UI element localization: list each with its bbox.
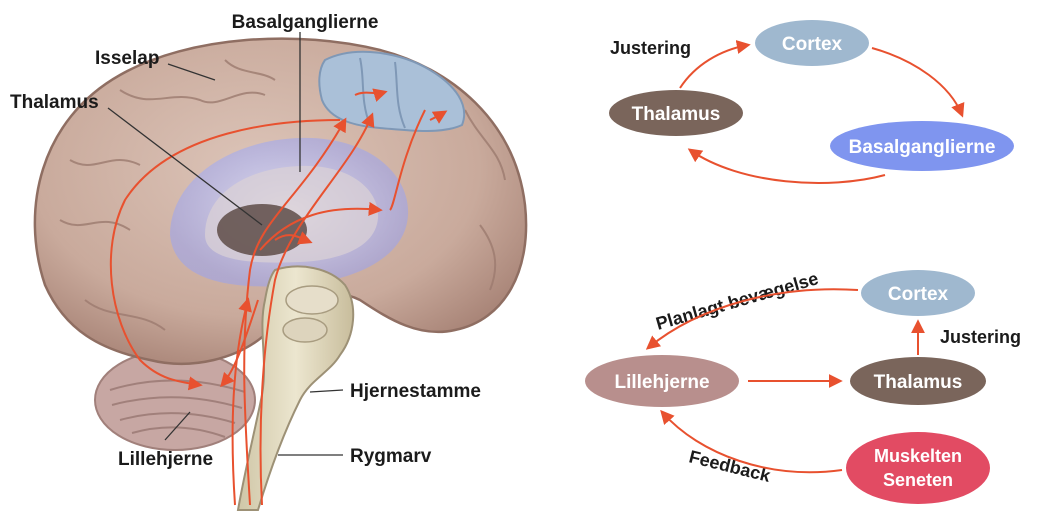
cerebellum (95, 350, 255, 450)
bottom-lillehjerne-label: Lillehjerne (614, 372, 709, 393)
top-thalamus-label: Thalamus (632, 104, 721, 125)
bottom-muskelten-line2: Seneten (883, 470, 953, 490)
label-isselap: Isselap (95, 48, 159, 69)
bottom-muskelten-line1: Muskelten (874, 446, 962, 466)
bottom-muskelten-node (846, 432, 990, 504)
motor-cortex-region (319, 52, 464, 131)
top-justering-label: Justering (610, 38, 691, 58)
label-lillehjerne: Lillehjerne (118, 449, 213, 470)
label-thalamus: Thalamus (10, 92, 99, 113)
bottom-justering-label: Justering (940, 327, 1021, 347)
top-cortex-label: Cortex (782, 34, 843, 55)
bottom-cycle: Cortex Lillehjerne Thalamus Muskelten Se… (585, 268, 1021, 504)
arrow-cortex-to-basalganglierne (872, 48, 962, 115)
bottom-cortex-label: Cortex (888, 284, 949, 305)
top-basalganglierne-label: Basalganglierne (849, 137, 996, 158)
label-hjernestamme: Hjernestamme (350, 381, 481, 402)
brain-illustration: Basalganglierne Isselap Thalamus Hjernes… (10, 12, 526, 510)
top-cycle: Cortex Thalamus Basalganglierne Justerin… (609, 20, 1014, 183)
label-rygmarv: Rygmarv (350, 446, 432, 467)
label-basalganglierne: Basalganglierne (232, 12, 379, 33)
bottom-thalamus-label: Thalamus (874, 372, 963, 393)
bottom-planlagt-label: Planlagt bevægelse (654, 268, 821, 334)
